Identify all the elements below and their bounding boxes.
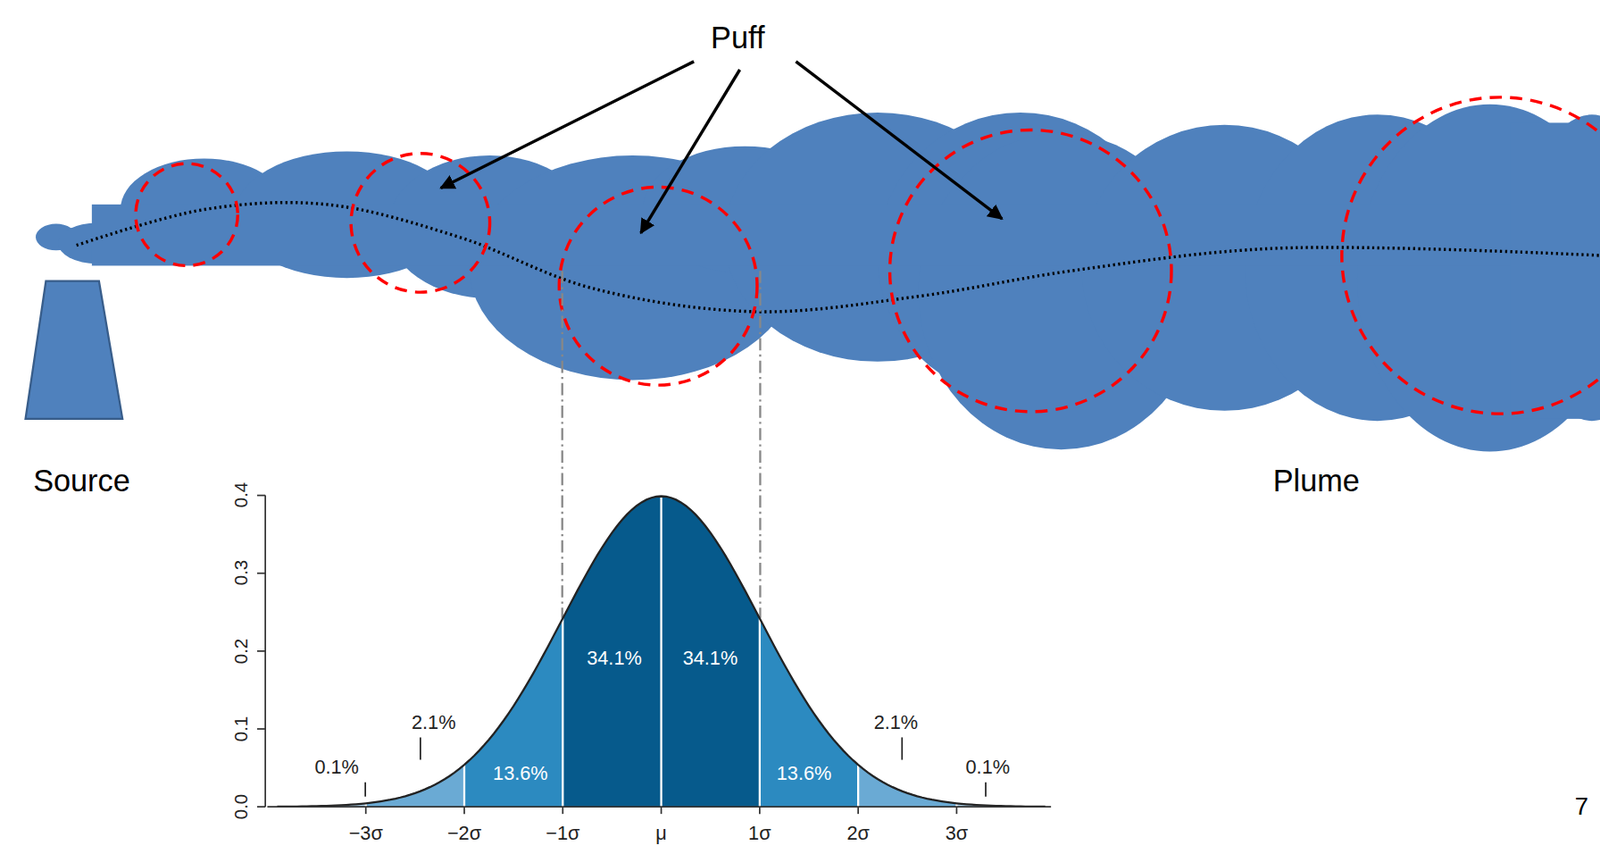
source-label: Source xyxy=(33,465,131,500)
percent-label: 34.1% xyxy=(683,647,739,669)
band-divider xyxy=(857,764,859,807)
y-tick xyxy=(257,494,266,497)
percent-label: 2.1% xyxy=(411,711,456,734)
centerline-path xyxy=(76,202,1600,312)
x-tick xyxy=(365,806,367,814)
percent-label: 0.1% xyxy=(314,756,359,778)
puff-arrows xyxy=(441,61,1003,234)
y-tick-label: 0.2 xyxy=(230,638,251,665)
plume-label: Plume xyxy=(1273,465,1360,500)
band-divider xyxy=(463,764,466,807)
x-tick-label: 1σ xyxy=(748,822,771,844)
x-tick xyxy=(561,806,564,814)
normal-distribution-chart xyxy=(257,495,1051,815)
percent-label: 13.6% xyxy=(492,762,549,784)
leader-tick xyxy=(984,782,987,797)
leader-tick xyxy=(900,736,903,759)
percent-label: 0.1% xyxy=(966,756,1010,778)
x-tick xyxy=(956,806,959,814)
percent-label: 2.1% xyxy=(874,711,918,734)
band-divider xyxy=(659,495,662,807)
x-tick-label: 2σ xyxy=(846,822,869,844)
slide-number: 7 xyxy=(1575,792,1589,820)
puff-circles xyxy=(135,97,1600,414)
band-divider xyxy=(561,617,564,807)
y-tick xyxy=(257,805,266,808)
percent-label: 13.6% xyxy=(776,762,833,784)
x-tick-label: μ xyxy=(655,822,667,844)
probability-band xyxy=(562,495,760,807)
x-tick-label: 3σ xyxy=(945,822,968,844)
y-tick-label: 0.0 xyxy=(230,793,251,820)
y-tick xyxy=(257,727,266,730)
plume-centerline xyxy=(76,202,1600,312)
x-tick-label: −3σ xyxy=(349,822,384,844)
plume-cloud xyxy=(35,104,1600,452)
y-tick-label: 0.3 xyxy=(230,559,251,586)
x-tick xyxy=(660,806,663,814)
y-tick xyxy=(257,572,266,575)
x-tick-label: −2σ xyxy=(447,822,482,844)
y-tick xyxy=(257,650,266,652)
leader-tick xyxy=(419,736,422,759)
x-tick xyxy=(463,806,466,814)
y-tick-label: 0.1 xyxy=(230,716,251,742)
callout-label: Puff xyxy=(710,22,765,57)
band-divider xyxy=(758,617,761,807)
density-curve xyxy=(276,495,1045,806)
source-stack xyxy=(25,281,124,419)
x-tick xyxy=(758,806,761,814)
x-axis xyxy=(266,805,1051,808)
x-tick xyxy=(857,806,859,814)
leader-tick xyxy=(364,782,367,797)
x-tick-label: −1σ xyxy=(545,822,580,844)
percent-label: 34.1% xyxy=(586,647,642,669)
y-tick-label: 0.4 xyxy=(230,482,251,509)
